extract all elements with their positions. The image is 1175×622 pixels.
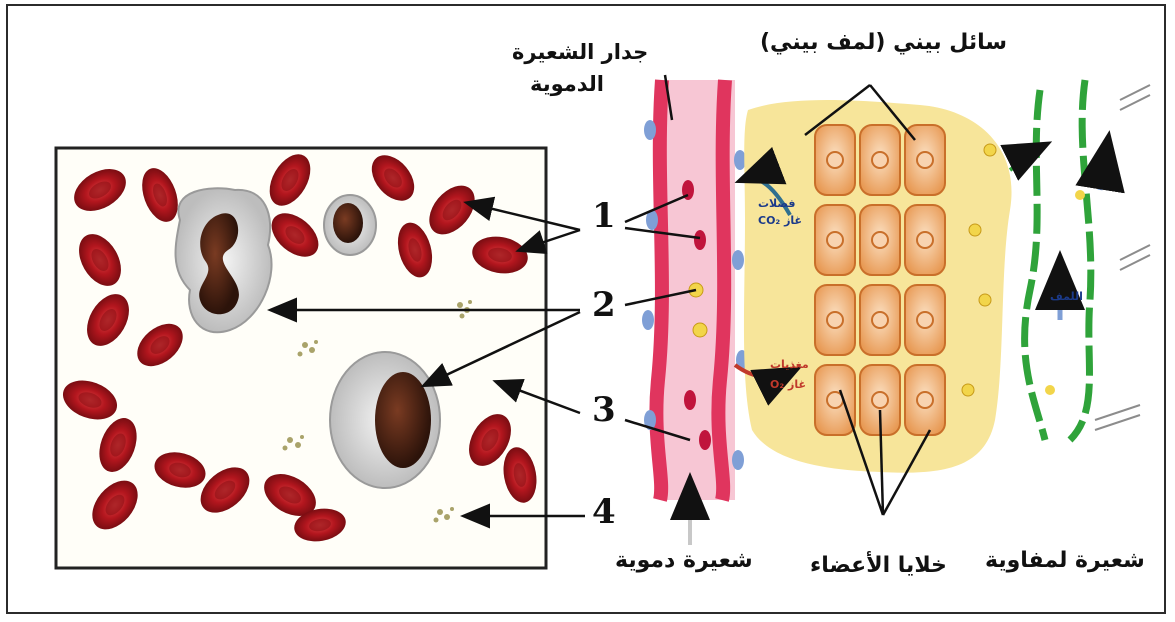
- blood-capillary: [642, 80, 748, 545]
- organ-cell: [815, 365, 855, 435]
- organ-cell: [905, 365, 945, 435]
- nutrients-label-line1: مغذيات: [770, 358, 809, 371]
- number-1: 1: [592, 196, 616, 236]
- interstitial-fluid-label: سائل بيني (لمف بيني): [760, 30, 1007, 55]
- lymph-vessel-wall-right: [1070, 80, 1091, 440]
- lymph-capillary: [1010, 80, 1150, 440]
- capillary-wall-label-line2: الدموية: [530, 72, 604, 96]
- lymph-flow-arrow-upper: [1100, 140, 1108, 190]
- capillary-wall-left: [656, 80, 662, 500]
- organ-cell: [860, 205, 900, 275]
- organ-cell: [860, 285, 900, 355]
- blood-capillary-label: شعيرة دموية: [615, 548, 753, 573]
- nutrients-label-line2: غاز O₂: [770, 378, 806, 391]
- number-3: 3: [592, 390, 616, 430]
- white-blood-cell-lymphocyte: [330, 352, 440, 488]
- capillary-wall-right: [718, 80, 725, 500]
- lymph-label: اللمف: [1050, 290, 1083, 303]
- lymph-capillary-label: شعيرة لمفاوية: [985, 548, 1145, 573]
- number-4: 4: [592, 492, 616, 532]
- organ-cell: [905, 285, 945, 355]
- organ-cells-label: خلايا الأعضاء: [810, 553, 947, 578]
- white-blood-cell-small: [324, 195, 376, 255]
- waste-label-line2: غاز CO₂: [758, 214, 802, 227]
- lymph-filaments: [1095, 85, 1150, 430]
- interstitial-region: [735, 100, 1012, 473]
- number-2: 2: [592, 285, 616, 325]
- organ-cell: [815, 285, 855, 355]
- organ-cell: [815, 125, 855, 195]
- blood-sample-panel: [56, 147, 546, 568]
- organ-cell: [815, 205, 855, 275]
- organ-cell: [905, 205, 945, 275]
- lymph-vessel-wall-left: [1025, 90, 1045, 440]
- capillary-wall-label-line1: جدار الشعيرة: [512, 40, 648, 64]
- waste-label-line1: فضلات: [758, 197, 795, 210]
- organ-cell: [860, 125, 900, 195]
